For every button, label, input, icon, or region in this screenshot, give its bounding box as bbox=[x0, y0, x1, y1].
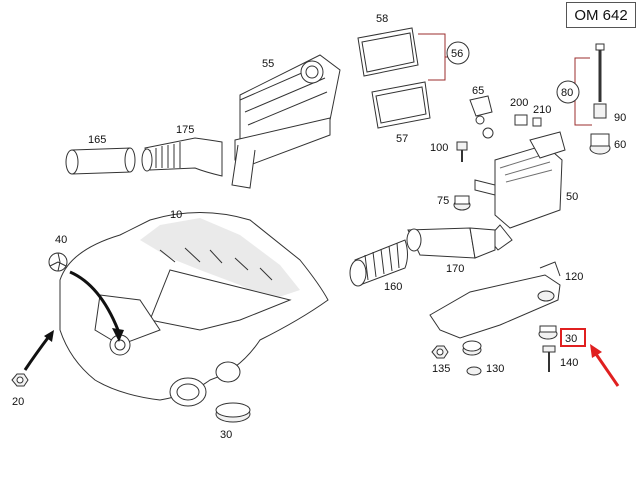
grommet-130[interactable] bbox=[466, 366, 482, 376]
sensor-65[interactable] bbox=[469, 95, 493, 125]
nut-arrow bbox=[23, 334, 52, 371]
label-90: 90 bbox=[614, 112, 626, 124]
screw-100[interactable] bbox=[456, 141, 468, 162]
callout-80 bbox=[556, 80, 580, 104]
label-160: 160 bbox=[384, 281, 402, 293]
engine-cover-10[interactable] bbox=[59, 212, 329, 407]
engine-code-title: OM 642 bbox=[566, 2, 636, 28]
bellows-hose-175[interactable] bbox=[141, 137, 223, 177]
grommet-75[interactable] bbox=[453, 195, 471, 211]
air-filter-housing-55[interactable] bbox=[231, 54, 341, 189]
label-140: 140 bbox=[560, 357, 578, 369]
intake-hose-165[interactable] bbox=[65, 147, 136, 175]
mount-60[interactable] bbox=[589, 133, 611, 155]
grommet-30[interactable] bbox=[538, 325, 558, 340]
stud-bolt-80[interactable] bbox=[595, 43, 605, 102]
label-200: 200 bbox=[510, 97, 528, 109]
label-135: 135 bbox=[432, 363, 450, 375]
emblem-arrow-head bbox=[112, 328, 124, 342]
label-130: 130 bbox=[486, 363, 504, 375]
nut-20[interactable] bbox=[11, 373, 29, 387]
label-120: 120 bbox=[565, 271, 583, 283]
label-210: 210 bbox=[533, 104, 551, 116]
bracket-120[interactable] bbox=[429, 261, 561, 339]
label-60: 60 bbox=[614, 139, 626, 151]
label-170: 170 bbox=[446, 263, 464, 275]
highlight-arrow-head bbox=[590, 344, 602, 358]
label-56: 56 bbox=[451, 48, 463, 60]
washer-130[interactable] bbox=[462, 340, 482, 356]
nut-arrow-head bbox=[44, 330, 54, 342]
label-20: 20 bbox=[12, 396, 24, 408]
seal-ring[interactable] bbox=[482, 127, 494, 139]
label-57: 57 bbox=[396, 133, 408, 145]
label-30-cover: 30 bbox=[220, 429, 232, 441]
label-80: 80 bbox=[561, 87, 573, 99]
highlight-arrow bbox=[594, 353, 620, 387]
highlight-box-30 bbox=[560, 328, 586, 347]
label-65: 65 bbox=[472, 85, 484, 97]
label-100: 100 bbox=[430, 142, 448, 154]
hose-160[interactable] bbox=[349, 239, 408, 287]
filter-element-58[interactable] bbox=[357, 27, 419, 77]
label-10: 10 bbox=[170, 209, 182, 221]
connector-200[interactable] bbox=[514, 114, 528, 126]
label-30-highlighted: 30 bbox=[565, 333, 577, 345]
clip-210[interactable] bbox=[532, 117, 542, 127]
filter-element-57[interactable] bbox=[371, 81, 431, 129]
bushing-90[interactable] bbox=[593, 103, 607, 119]
callout-56 bbox=[446, 41, 470, 65]
emblem-arrow bbox=[69, 270, 120, 331]
pipe-170[interactable] bbox=[406, 227, 496, 259]
emblem-40[interactable] bbox=[48, 252, 68, 272]
label-165: 165 bbox=[88, 134, 106, 146]
label-75: 75 bbox=[437, 195, 449, 207]
label-175: 175 bbox=[176, 124, 194, 136]
grommet-30-cover[interactable] bbox=[215, 402, 251, 423]
label-55: 55 bbox=[262, 58, 274, 70]
label-58: 58 bbox=[376, 13, 388, 25]
nut-135[interactable] bbox=[431, 345, 449, 359]
label-40: 40 bbox=[55, 234, 67, 246]
screw-140[interactable] bbox=[542, 345, 556, 372]
label-50: 50 bbox=[566, 191, 578, 203]
